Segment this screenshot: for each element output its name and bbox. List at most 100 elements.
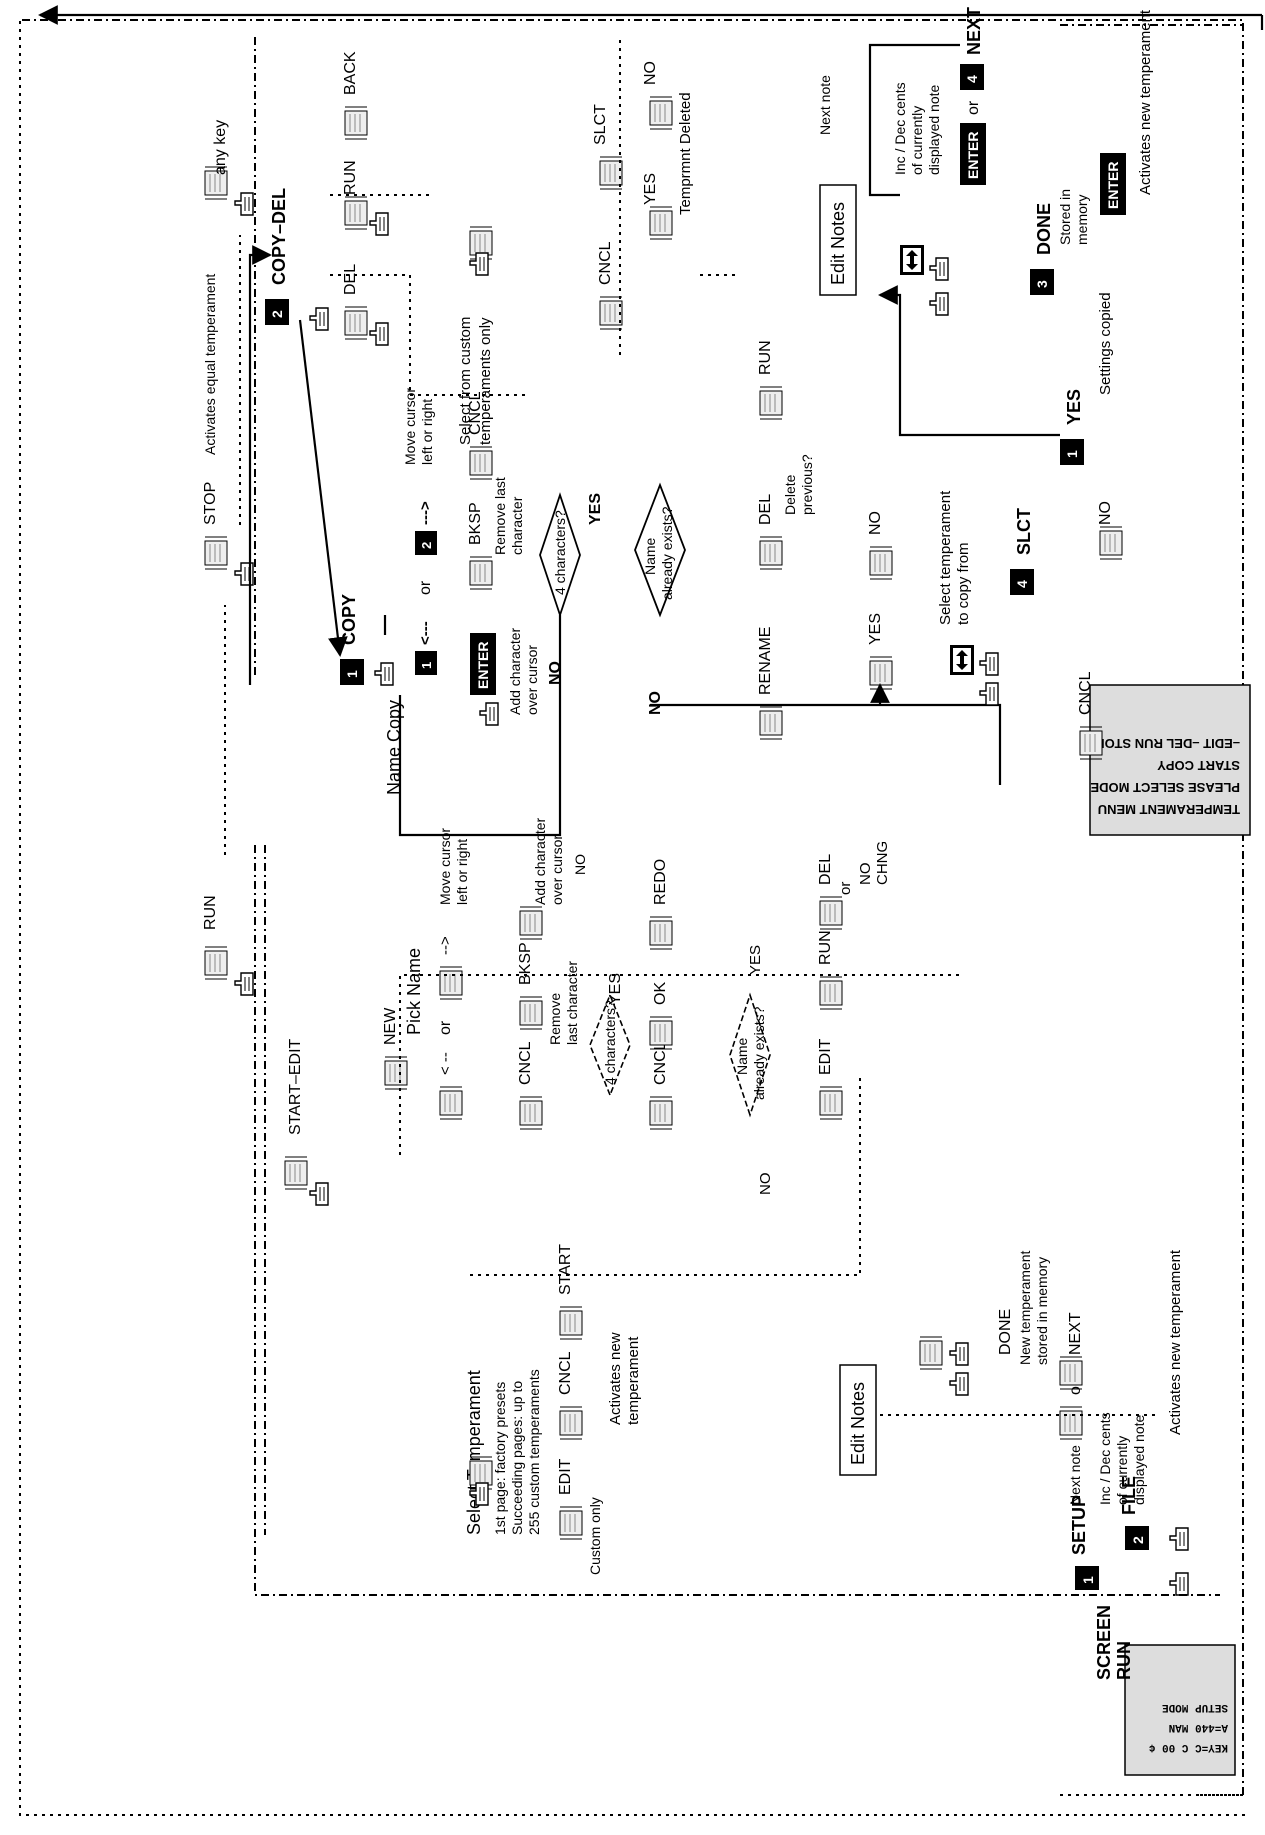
stop-softkey[interactable]	[204, 536, 228, 570]
copy-hand-icon	[374, 662, 394, 686]
edit-notes-right-box: Edit Notes	[819, 184, 857, 296]
cd-yes-softkey[interactable]	[649, 206, 673, 240]
start-edit-softkey[interactable]	[284, 1156, 308, 1190]
se-no: NO	[572, 854, 588, 875]
slct-key-num: 4	[1014, 580, 1030, 588]
se-right-softkey[interactable]	[439, 966, 463, 1000]
nc-cncl-softkey[interactable]	[469, 446, 493, 480]
se-ok-softkey[interactable]	[649, 1016, 673, 1050]
se-nochng-1: NO	[857, 863, 874, 886]
nc-bksp-softkey[interactable]	[469, 556, 493, 590]
cd-run-label: RUN	[342, 160, 359, 195]
se-new-softkey[interactable]	[384, 1056, 408, 1090]
copy-from-slct: SLCT	[1014, 508, 1034, 555]
file-key-num: 2	[1130, 1536, 1146, 1544]
er-arrows-key[interactable]	[900, 245, 924, 275]
nc-left-num: 1	[419, 662, 434, 669]
copy-from-slct-key[interactable]: 4	[1010, 569, 1034, 595]
cd-run-softkey[interactable]	[344, 196, 368, 230]
rename-softkey[interactable]	[759, 706, 783, 740]
copy-from-select-1: Select temperament	[937, 490, 954, 625]
stop-softkey-label: STOP	[202, 482, 219, 525]
right-cursor-key[interactable]: 2	[415, 531, 437, 555]
er-hand-1	[929, 292, 949, 316]
se-move-1: Move cursor	[437, 828, 453, 905]
se-edit2-softkey[interactable]	[819, 1086, 843, 1120]
el-next-softkey[interactable]	[1059, 1356, 1083, 1390]
se-four-chars-diamond	[589, 992, 631, 1098]
copy-from-cncl-softkey[interactable]	[1079, 726, 1103, 760]
se-presets-2: Succeeding pages: up to	[509, 1381, 525, 1535]
back-softkey[interactable]	[344, 106, 368, 140]
run-softkey[interactable]	[204, 946, 228, 980]
er-next-key[interactable]: 4	[960, 64, 984, 90]
del-softkey[interactable]	[344, 306, 368, 340]
se-no2: NO	[757, 1173, 774, 1196]
se-left-softkey[interactable]	[439, 1086, 463, 1120]
se-left-arrow: < --	[437, 1052, 454, 1075]
er-done-label: DONE	[1034, 203, 1054, 255]
left-cursor-key[interactable]: 1	[415, 651, 437, 675]
se-activates-2: temperament	[625, 1336, 642, 1425]
run-line-2: A=440 MAN	[1169, 1721, 1228, 1733]
copy-from-cncl-label: CNCL	[1077, 671, 1094, 715]
el-enter-softkey[interactable]	[1059, 1406, 1083, 1440]
run-screen-lcd: KEY=C C 00 ¢ A=440 MAN SETUP MODE	[1124, 1644, 1236, 1776]
el-inc-3: displayed note	[1131, 1414, 1147, 1505]
settings-copied-arrow	[878, 285, 1060, 437]
cd-cncl-softkey[interactable]	[599, 296, 623, 330]
er-or: or	[965, 100, 982, 115]
file-key[interactable]: 2	[1125, 1526, 1149, 1550]
nc-delete-prev-2: previous?	[799, 454, 815, 515]
el-arrows-softkey[interactable]	[919, 1336, 943, 1370]
se-bksp-softkey[interactable]	[519, 996, 543, 1030]
copy-from-arrows-key[interactable]	[950, 645, 974, 675]
er-enter-key[interactable]: ENTER	[960, 123, 986, 185]
activates-equal-note: Activates equal temperament	[202, 274, 218, 455]
copy-from-yes-key[interactable]: 1	[1060, 439, 1084, 465]
setup-hand-icon	[1169, 1572, 1189, 1596]
copy-key-num: 1	[344, 670, 360, 678]
cd-no-softkey[interactable]	[649, 96, 673, 130]
se-cncl2-softkey[interactable]	[519, 1096, 543, 1130]
back-label: BACK	[342, 51, 359, 95]
copy-from-no-softkey[interactable]	[1099, 526, 1123, 560]
er-next-num: 4	[964, 75, 980, 83]
menu-line-3: START COPY	[1157, 758, 1240, 773]
nc-run-softkey[interactable]	[759, 386, 783, 420]
copydel-key[interactable]: 2	[265, 299, 289, 325]
nc-del-softkey[interactable]	[759, 536, 783, 570]
el-activates: Activates new temperament	[1167, 1249, 1184, 1435]
setup-key[interactable]: 1	[1075, 1566, 1099, 1590]
el-stored-2: stored in memory	[1034, 1257, 1050, 1365]
se-edit-softkey[interactable]	[559, 1506, 583, 1540]
copy-key[interactable]: 1	[340, 659, 364, 685]
er-inc-1: Inc / Dec cents	[892, 82, 908, 175]
run-screen-label-2: SCREEN	[1094, 1605, 1114, 1680]
er-done-key[interactable]: 3	[1030, 269, 1054, 295]
el-next-note: Next note	[1067, 1445, 1083, 1505]
nc-bksp-label: BKSP	[467, 502, 484, 545]
er-done-enter-key[interactable]: ENTER	[1100, 153, 1126, 215]
cd-slct-softkey[interactable]	[599, 156, 623, 190]
copydel-key-num: 2	[269, 310, 285, 318]
nc-yes-softkey[interactable]	[869, 656, 893, 690]
se-move-2: left or right	[454, 839, 470, 905]
se-del-softkey[interactable]	[819, 896, 843, 930]
se-cncl-softkey[interactable]	[559, 1406, 583, 1440]
se-run-softkey[interactable]	[819, 976, 843, 1010]
settings-copied: Settings copied	[1097, 292, 1114, 395]
nc-right-arrow: --->	[417, 501, 434, 525]
nc-no-softkey[interactable]	[869, 546, 893, 580]
cd-yes-label: YES	[642, 173, 659, 205]
se-start-softkey[interactable]	[559, 1306, 583, 1340]
se-redo-softkey[interactable]	[649, 916, 673, 950]
nc-enter-key[interactable]: ENTER	[470, 633, 496, 695]
edit-notes-left-title: Edit Notes	[848, 1382, 868, 1465]
nc-four-chars-text: 4 characters?	[552, 510, 568, 595]
file-hand-icon	[1169, 1527, 1189, 1551]
se-enter-softkey[interactable]	[519, 906, 543, 940]
select-custom-1: Select from custom	[457, 317, 474, 445]
se-cncl3-softkey[interactable]	[649, 1096, 673, 1130]
